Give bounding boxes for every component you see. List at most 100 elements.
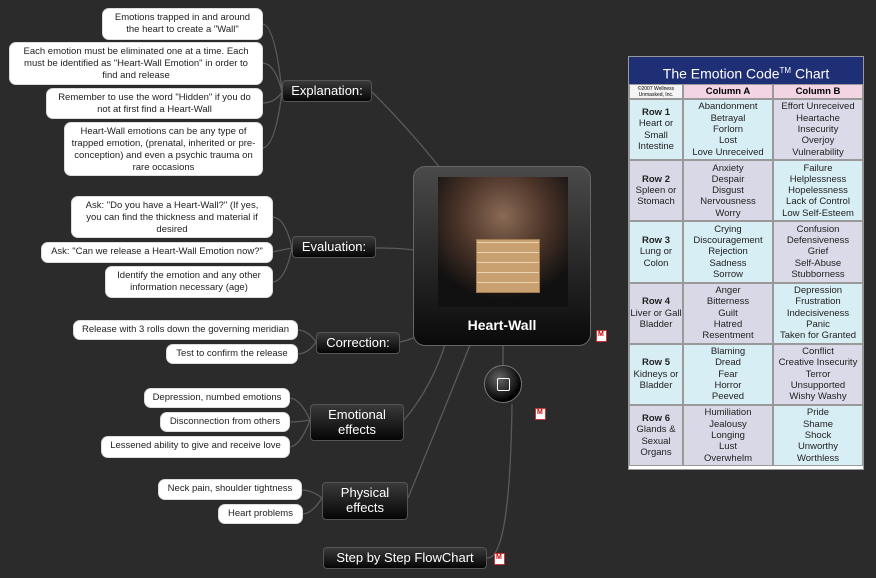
central-topic-heart-wall[interactable]: Heart-Wall [413,166,591,346]
emotion-item: Shock [804,429,832,441]
emotion-item: Humiliation [704,407,752,419]
copyright-cell: ©2007 Wellness Unmasked, Inc. [629,84,683,99]
emotion-item: Guilt [718,307,738,319]
emotion-item: Anxiety [712,162,744,174]
explanation-note-4: Heart-Wall emotions can be any type of t… [65,123,262,175]
topic-evaluation[interactable]: Evaluation: [292,236,376,258]
row-name: Row 5 [642,357,670,369]
central-title: Heart-Wall [467,317,537,333]
correction-note-2: Test to confirm the release [167,345,297,363]
topic-physical-effects[interactable]: Physical effects [322,482,408,520]
emotion-item: Hopelessness [788,185,848,197]
mindmap-link-icon[interactable] [494,553,505,565]
row-organs: Liver or Gall Bladder [630,307,682,330]
emotion-item: Fear [718,368,738,380]
emotion-item: Vulnerability [792,146,844,158]
topic-correction[interactable]: Correction: [316,332,400,354]
evaluation-note-3: Identify the emotion and any other infor… [106,267,272,297]
emotion-item: Lack of Control [786,196,850,208]
emotion-item: Low Self-Esteem [782,207,854,219]
emotion-item: Wishy Washy [789,391,847,403]
emotion-item: Indecisiveness [786,307,850,319]
emotion-item: Disgust [712,185,744,197]
emotion-item: Failure [803,162,833,174]
emotion-item: Forlorn [712,123,744,135]
emotion-item: Hatred [713,318,743,330]
emotion-item: Anger [715,284,741,296]
emotion-item: Resentment [702,330,754,342]
emotion-item: Dread [715,357,741,369]
emotional-note-3: Lessened ability to give and receive lov… [102,437,289,457]
physical-note-1: Neck pain, shoulder tightness [159,480,301,499]
emotion-item: Taken for Granted [779,330,857,342]
explanation-note-1: Emotions trapped in and around the heart… [103,9,262,39]
emotion-item: Nervousness [700,196,756,208]
evaluation-note-1: Ask: "Do you have a Heart-Wall?" (If yes… [72,197,272,237]
emotion-item: Rejection [708,246,748,258]
emotion-item: Crying [714,223,742,235]
emotion-item: Stubborness [791,268,845,280]
brick-wall-icon [476,239,540,293]
emotional-note-1: Depression, numbed emotions [145,389,289,407]
topic-emotional-effects[interactable]: Emotional effects [310,404,404,441]
column-a-header: Column A [683,84,773,99]
row-name: Row 6 [642,413,670,424]
row-organs: Lung or Colon [639,246,673,269]
emotion-item: Pride [806,407,830,419]
flowchart-node[interactable] [484,365,522,403]
correction-note-1: Release with 3 rolls down the governing … [74,321,297,339]
mindmap-link-icon[interactable] [596,330,607,342]
emotion-item: Terror [805,368,831,380]
emotion-item: Insecurity [797,123,839,135]
explanation-note-3: Remember to use the word "Hidden" if you… [47,89,262,118]
trademark-mark: TM [779,66,792,75]
emotion-item: Lost [719,135,737,147]
topic-step-by-step-flowchart[interactable]: Step by Step FlowChart [323,547,487,569]
chart-title-text: The Emotion Code [662,65,780,82]
emotion-item: Blaming [710,346,746,358]
emotion-item: Effort Unreceived [781,101,855,113]
emotion-item: Jealousy [709,418,747,430]
row-organs: Kidneys or Bladder [633,368,679,392]
column-b-header: Column B [773,84,863,99]
emotion-item: Self-Abuse [794,257,842,269]
emotion-item: Longing [711,429,745,441]
emotion-code-chart: The Emotion CodeTM Chart ©2007 Wellness … [628,56,864,470]
emotion-item: Conflict [802,346,834,358]
emotion-item: Lust [719,441,737,453]
emotion-item: Depression [793,284,843,296]
evaluation-note-2: Ask: "Can we release a Heart-Wall Emotio… [42,243,272,262]
emotion-item: Helplessness [789,173,847,185]
mindmap-link-icon[interactable] [535,408,546,420]
row-name: Row 2 [642,173,670,185]
emotion-item: Horror [714,380,742,392]
emotion-item: Overjoy [801,135,835,147]
row-organs: Heart or Small Intestine [638,118,674,152]
emotion-item: Panic [806,318,830,330]
square-icon [497,378,510,391]
emotion-item: Sadness [709,257,747,269]
emotion-item: Love Unreceived [692,146,764,158]
table-header: ©2007 Wellness Unmasked, Inc. Column A C… [629,84,863,99]
emotion-item: Betrayal [710,112,746,124]
emotion-item: Overwhelm [703,452,753,464]
emotion-item: Despair [711,173,745,185]
emotion-item: Creative Insecurity [778,357,858,369]
topic-explanation[interactable]: Explanation: [282,80,372,102]
emotion-item: Unsupported [790,380,846,392]
chart-title: The Emotion CodeTM Chart [629,57,863,84]
emotion-item: Discouragement [693,235,763,247]
